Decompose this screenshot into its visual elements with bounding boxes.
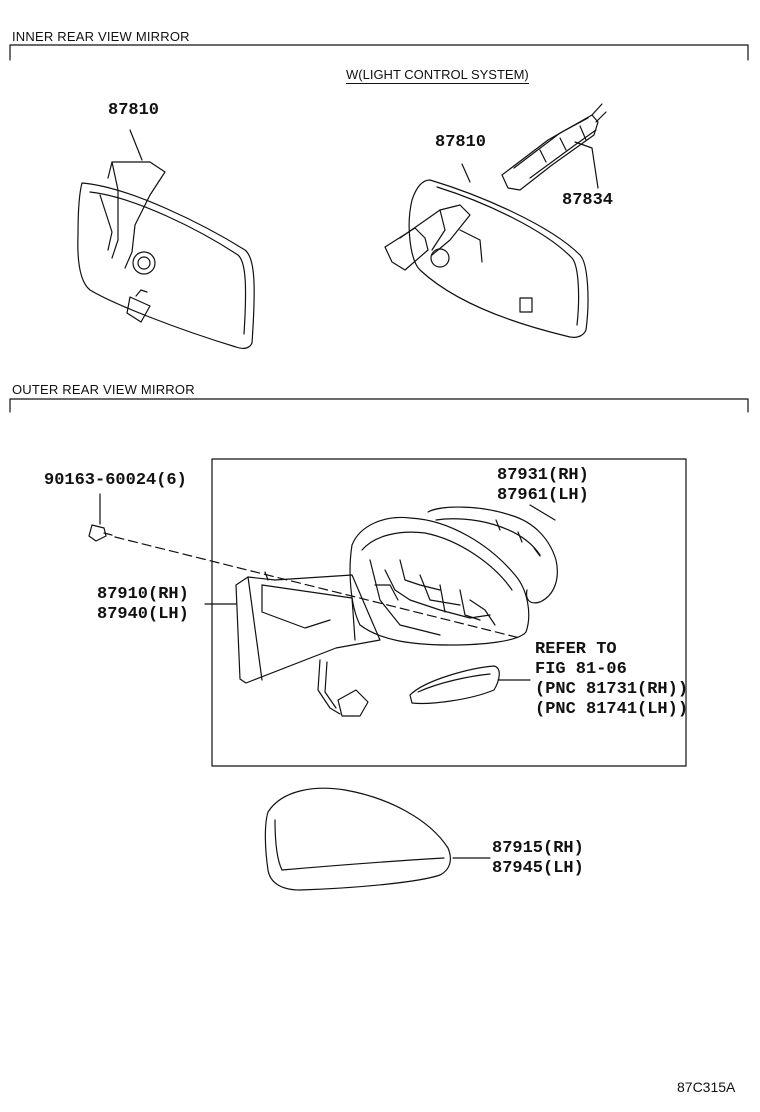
refer-line-4: (PNC 81741(LH)): [535, 700, 689, 719]
part-number-inner-mirror-left: 87810: [108, 101, 160, 120]
mirror-cover: [264, 787, 491, 891]
inner-section-title: INNER REAR VIEW MIRROR: [12, 29, 190, 44]
light-sensor-bracket: [501, 103, 607, 191]
part-number-cover: 87915(RH) 87945(LH): [492, 839, 584, 879]
mirror-housing: [349, 504, 558, 646]
part-number-housing-rh: 87931(RH): [497, 466, 589, 485]
screw-part: [88, 493, 113, 542]
part-number-mirror-assembly: 87910(RH) 87940(LH): [97, 585, 189, 625]
part-number-housing: 87931(RH) 87961(LH): [497, 466, 589, 506]
refer-line-2: FIG 81-06: [535, 660, 627, 679]
mirror-base-assembly: [204, 571, 381, 717]
figure-code: 87C315A: [677, 1079, 736, 1095]
refer-line-3: (PNC 81731(RH)): [535, 680, 689, 699]
part-number-cover-rh: 87915(RH): [492, 839, 584, 858]
alignment-dashed-line: [114, 536, 521, 639]
inner-mirror-right: [384, 163, 589, 338]
part-number-mirror-assembly-rh: 87910(RH): [97, 585, 189, 604]
part-number-housing-lh: 87961(LH): [497, 486, 589, 505]
outer-section-title: OUTER REAR VIEW MIRROR: [12, 382, 195, 397]
inner-section-frame: [9, 44, 749, 61]
outer-group-box: [211, 458, 687, 767]
part-number-light-sensor: 87834: [562, 191, 614, 210]
refer-line-1: REFER TO: [535, 640, 617, 659]
part-number-screw: 90163-60024(6): [44, 471, 187, 490]
part-number-cover-lh: 87945(LH): [492, 859, 584, 878]
turn-signal-lamp: [409, 665, 531, 704]
inner-mirror-left: [77, 129, 255, 349]
part-number-mirror-assembly-lh: 87940(LH): [97, 605, 189, 624]
outer-section-frame: [9, 398, 749, 413]
part-number-inner-mirror-right: 87810: [435, 133, 487, 152]
refer-to-figure-note: REFER TO FIG 81-06 (PNC 81731(RH)) (PNC …: [535, 640, 688, 720]
light-control-variant-label: W(LIGHT CONTROL SYSTEM): [346, 67, 529, 84]
